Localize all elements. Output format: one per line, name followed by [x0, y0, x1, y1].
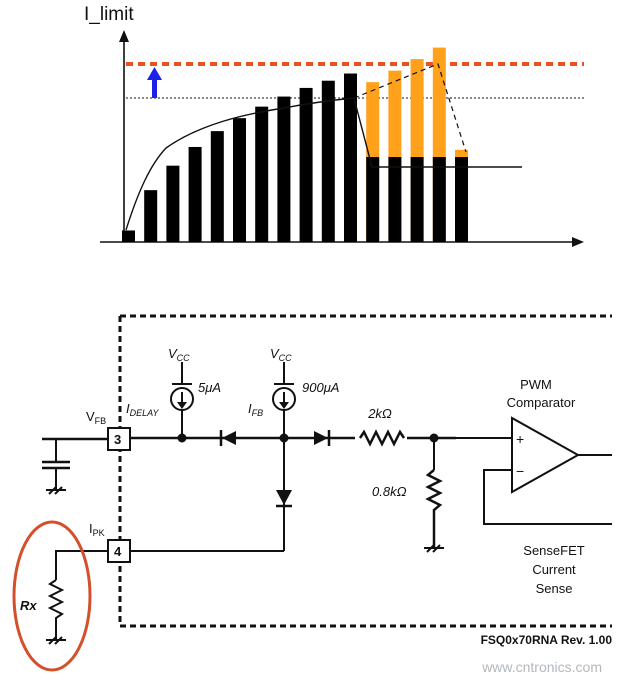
resistor-rx	[47, 579, 65, 640]
limit-chart: I_limit	[84, 4, 584, 247]
bar-black-6	[233, 118, 246, 242]
orange-envelope-dashed	[353, 63, 467, 153]
bar-black-4	[188, 146, 202, 242]
diode-down	[276, 490, 292, 505]
idelay-label: IDELAY	[126, 401, 159, 418]
bar-black-14	[410, 157, 424, 242]
ipk-label: IPK	[89, 521, 105, 538]
bar-black-15	[432, 157, 446, 242]
current-label: Current	[532, 562, 576, 577]
bar-black-16	[455, 157, 468, 242]
resistor-0-8k-label: 0.8kΩ	[372, 484, 407, 499]
bar-black-8	[277, 96, 291, 242]
circuit-schematic	[12, 314, 612, 672]
x-axis-arrowhead	[572, 237, 584, 247]
ifb-label: IFB	[248, 401, 263, 418]
circuit-labels: VCC VCC 5μA 900μA IDELAY IFB VFB IPK 3 4…	[20, 346, 612, 647]
current-source-5ua-arrowhead	[177, 402, 187, 409]
y-axis-label: I_limit	[84, 4, 134, 25]
ground-symbol-cap	[46, 486, 66, 495]
junction-900ua	[279, 433, 289, 443]
vcc2-label: VCC	[270, 346, 292, 363]
diode-right	[314, 431, 328, 445]
foldback-curve	[353, 97, 522, 168]
resistor-2k	[358, 429, 406, 447]
bar-black-10	[321, 80, 335, 242]
bar-black-11	[344, 73, 357, 243]
sense-feedback-wire	[483, 469, 612, 525]
rx-label: Rx	[20, 598, 37, 613]
pwm-label: PWM	[520, 377, 552, 392]
revision-label: FSQ0x70RNA Rev. 1.00	[481, 633, 613, 647]
rx-highlight-circle	[12, 520, 92, 672]
sense-label: Sense	[536, 581, 573, 596]
resistor-0-8k	[425, 469, 443, 548]
limit-increase-arrow	[147, 67, 162, 98]
diode-left	[222, 431, 236, 445]
pin-4-number: 4	[114, 544, 122, 559]
ground-symbol-divider	[424, 544, 444, 553]
current-900ua-label: 900μA	[302, 380, 339, 395]
ground-symbol-rx	[46, 636, 66, 645]
pwm-comparator	[511, 416, 581, 494]
ic-boundary	[118, 314, 612, 628]
resistor-2k-label: 2kΩ	[367, 406, 392, 421]
bar-black-1	[122, 230, 135, 242]
bar-black-12	[366, 157, 380, 242]
bar-black-13	[388, 157, 402, 242]
sensefet-label: SenseFET	[523, 543, 584, 558]
current-5ua-label: 5μA	[198, 380, 221, 395]
junction-5ua	[177, 433, 187, 443]
bar-black-3	[166, 165, 180, 242]
vcc1-label: VCC	[168, 346, 190, 363]
bar-black-5	[210, 131, 224, 242]
bar-black-2	[144, 190, 158, 242]
bar-black-9	[299, 87, 313, 242]
current-source-900ua-arrowhead	[279, 402, 289, 409]
y-axis-arrowhead	[119, 30, 129, 42]
rising-envelope-curve	[125, 97, 355, 231]
comparator-minus-sign: −	[516, 463, 524, 479]
comparator-label: Comparator	[507, 395, 576, 410]
bar-black-7	[255, 106, 269, 242]
watermark: www.cntronics.com	[481, 659, 602, 675]
chart-bars	[122, 47, 468, 243]
comparator-plus-sign: +	[516, 431, 524, 447]
ipk-external-wire	[55, 550, 108, 580]
pin-3-number: 3	[114, 432, 121, 447]
vfb-label: VFB	[86, 409, 106, 426]
